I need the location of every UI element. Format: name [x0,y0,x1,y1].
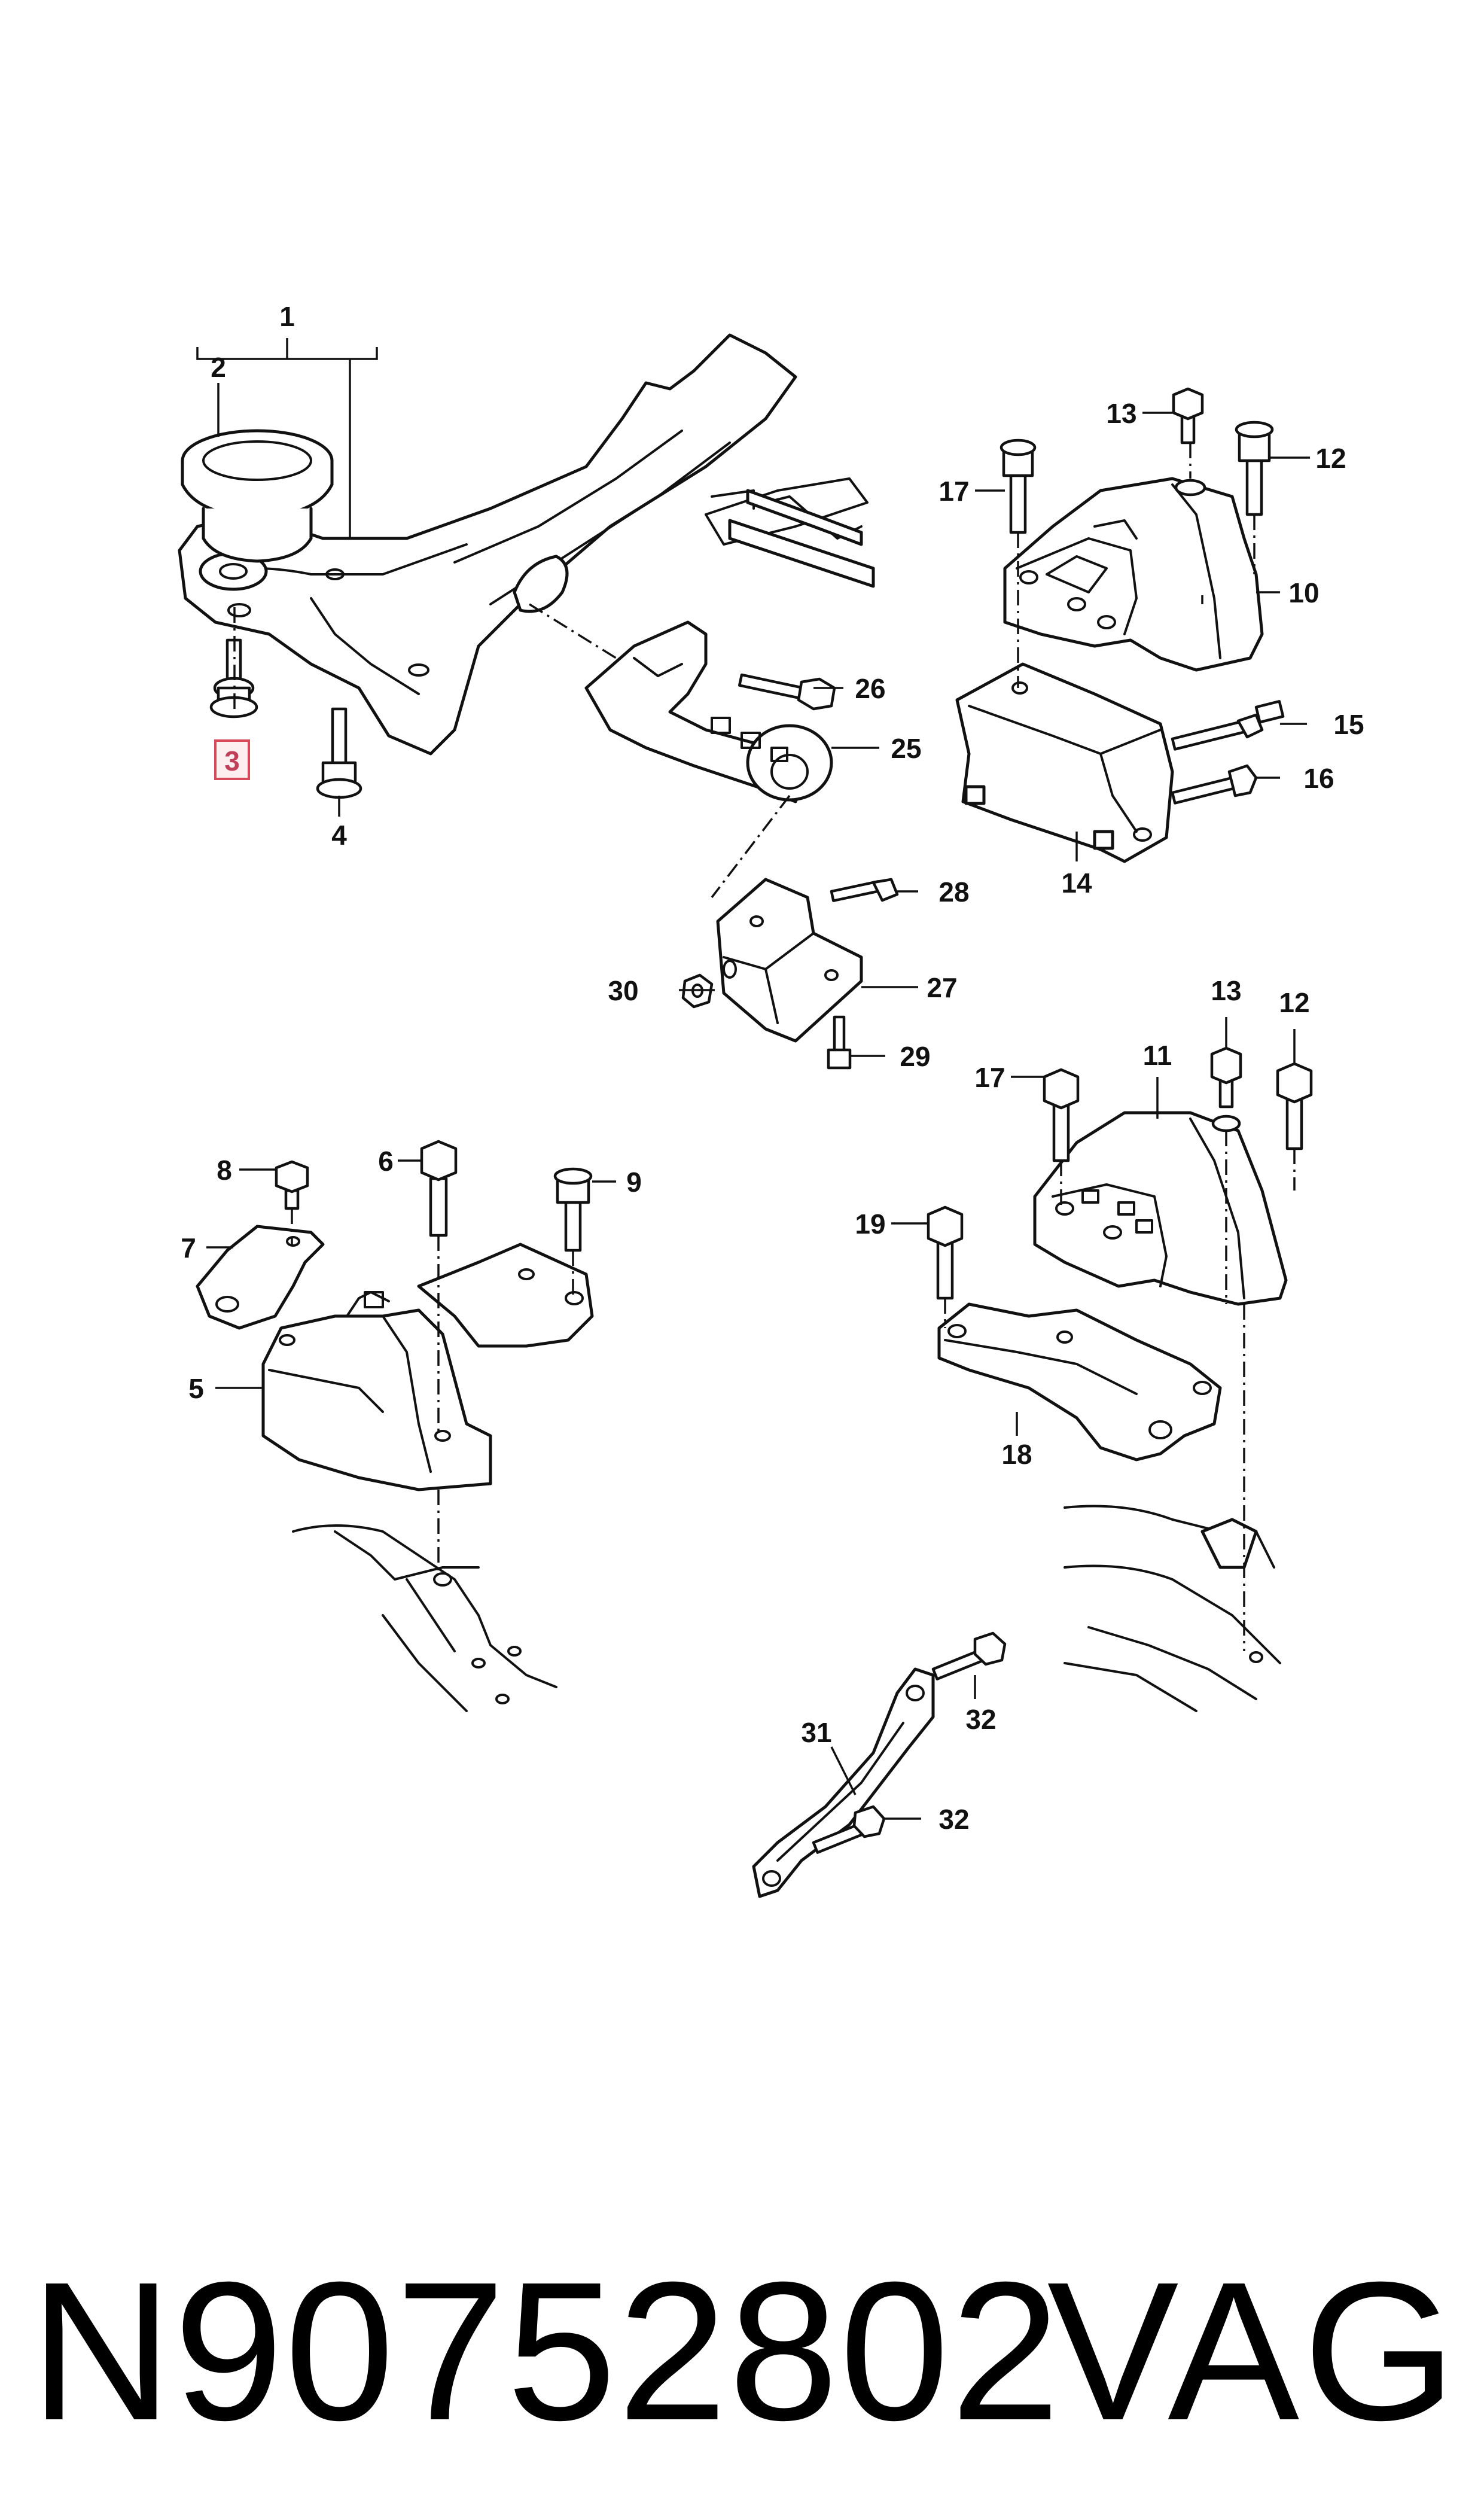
part-number: N90752802 [30,2240,1062,2461]
callout-2[interactable]: 2 [211,352,226,383]
engine-mount-upper[interactable] [1003,477,1264,672]
engine-mount-lower-carrier[interactable] [937,1302,1222,1462]
callout-10[interactable]: 10 [1288,577,1319,608]
callout-4[interactable]: 4 [331,820,347,851]
mount-bolt-19[interactable] [927,1205,964,1300]
carrier-bolt-16[interactable] [1171,764,1258,805]
engine-mount-carrier[interactable] [955,662,1174,863]
callout-7[interactable]: 7 [181,1232,196,1263]
callout-labels: 1 2 3 4 5 6 7 8 9 10 11 12 12 13 13 14 1… [181,301,1364,1835]
callout-19[interactable]: 19 [855,1208,885,1240]
callout-9[interactable]: 9 [626,1167,642,1198]
subframe-section-right [1064,1505,1281,1712]
callout-32-lower[interactable]: 32 [938,1804,969,1835]
support-rod[interactable] [752,1667,935,1898]
subframe-assembly[interactable] [178,333,875,756]
callout-8[interactable]: 8 [217,1155,232,1186]
torque-rod[interactable] [584,620,833,803]
engine-mount-lower[interactable] [1033,1111,1288,1306]
mount-bolt-17-lower[interactable] [1043,1068,1080,1162]
torque-rod-bolt[interactable] [738,673,836,711]
brand-name: VAG [1047,2240,1460,2461]
callout-3[interactable]: 3 [224,745,240,777]
mount-bolt-6[interactable] [420,1140,458,1237]
callout-16[interactable]: 16 [1303,763,1334,794]
subframe-section-left [292,1524,557,1712]
callout-11[interactable]: 11 [1143,1040,1172,1071]
callout-25[interactable]: 25 [891,733,921,764]
callout-12-lower[interactable]: 12 [1279,987,1309,1018]
callout-32-upper[interactable]: 32 [965,1704,996,1735]
callout-13-lower[interactable]: 13 [1211,975,1241,1006]
callout-26[interactable]: 26 [855,673,885,704]
callout-12-upper[interactable]: 12 [1315,443,1346,474]
callout-1[interactable]: 1 [279,301,295,332]
torque-rod-bracket[interactable] [716,878,863,1043]
callout-31[interactable]: 31 [801,1717,831,1748]
subframe-bolt-rear[interactable] [316,707,362,799]
callout-18[interactable]: 18 [1001,1439,1032,1470]
callout-29[interactable]: 29 [900,1041,930,1072]
mount-bolt-13-lower[interactable] [1210,1046,1242,1132]
footer-caption: N90752802 VAG [0,2225,1484,2477]
callout-27[interactable]: 27 [927,972,957,1003]
callout-13-upper[interactable]: 13 [1106,398,1136,429]
callout-6[interactable]: 6 [378,1146,394,1177]
mount-bolt-12-lower[interactable] [1276,1062,1313,1150]
leader-lines [196,338,1310,1820]
rod-bolt-upper[interactable] [931,1631,1007,1680]
bracket-bolt-top[interactable] [830,878,899,902]
mount-plate[interactable] [196,1225,325,1330]
bracket-bolt-bottom[interactable] [827,1015,852,1070]
callout-5[interactable]: 5 [188,1373,204,1404]
callout-28[interactable]: 28 [938,876,969,908]
callout-30[interactable]: 30 [608,975,638,1006]
callout-14[interactable]: 14 [1061,867,1092,899]
mount-bolt-9[interactable] [553,1167,593,1252]
callout-3-highlight [214,739,250,780]
mount-bolt-12-upper[interactable] [1235,421,1274,516]
callout-15[interactable]: 15 [1333,709,1364,740]
carrier-bolt-15[interactable] [1171,700,1285,751]
mount-bolt-13-upper[interactable] [1172,387,1206,497]
callout-17-upper[interactable]: 17 [938,476,969,507]
assembly-centerlines [233,443,1296,1651]
transmission-mount[interactable] [261,1243,594,1491]
rod-bolt-lower[interactable] [812,1805,886,1854]
mount-bolt-17-upper[interactable] [1000,439,1037,534]
callout-17-lower[interactable]: 17 [974,1062,1005,1093]
subframe-bushing[interactable] [181,429,334,563]
mount-bolt-8[interactable] [275,1160,309,1210]
